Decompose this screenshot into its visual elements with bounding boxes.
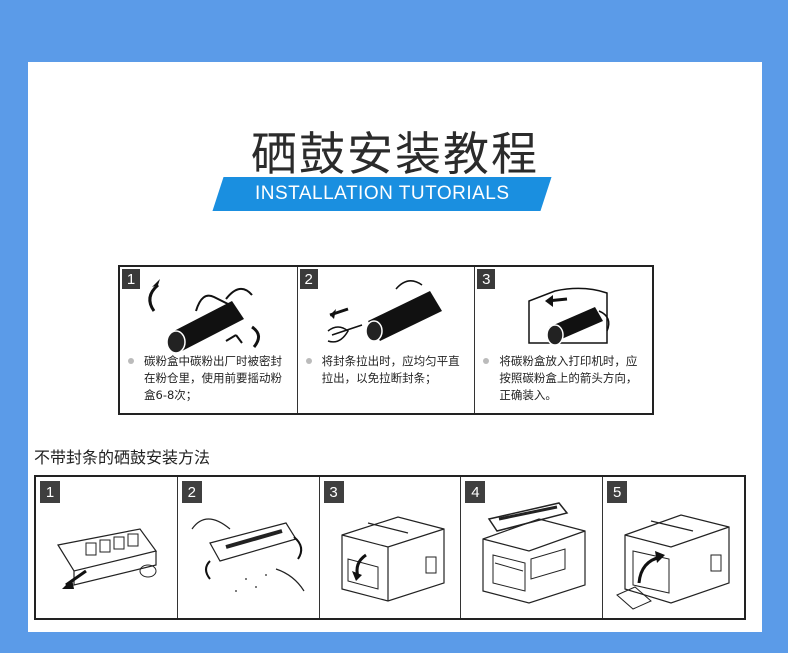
unpack-cartridge-illustration (57, 528, 158, 589)
no-seal-steps-panel: 1 2 (34, 475, 746, 620)
insert-cartridge-illustration (528, 287, 610, 346)
bullet-dot (128, 358, 134, 364)
seal-step-2: 2 将封条拉出时，应均匀平直拉出，以免拉断封条； (298, 267, 476, 413)
open-printer-cover-illustration (340, 516, 445, 602)
tutorial-card: 硒鼓安装教程 INSTALLATION TUTORIALS 1 碳粉盒中碳粉出厂… (28, 62, 762, 632)
seal-step-3: 3 将碳粉盒放入打印机时，应按照碳粉盒上的箭头方向，正确装入。 (475, 267, 652, 413)
step-text: 将碳粉盒放入打印机时，应按照碳粉盒上的箭头方向，正确装入。 (499, 354, 638, 402)
seal-step-2-caption: 将封条拉出时，应均匀平直拉出，以免拉断封条； (305, 353, 469, 387)
no-seal-step-3: 3 (320, 477, 462, 618)
no-seal-step-5: 5 (603, 477, 744, 618)
insert-new-cartridge-illustration (616, 514, 730, 610)
step-number: 5 (607, 481, 628, 503)
seal-step-1: 1 碳粉盒中碳粉出厂时被密封在粉仓里，使用前要摇动粉盒6-8次； (120, 267, 298, 413)
bullet-dot (483, 358, 490, 364)
step-number: 1 (122, 269, 140, 289)
step-number: 2 (299, 269, 318, 289)
subtitle-banner: INSTALLATION TUTORIALS (212, 177, 552, 211)
remove-old-cartridge-illustration (482, 502, 586, 604)
no-seal-step-1: 1 (36, 477, 178, 618)
no-seal-step-2: 2 (178, 477, 320, 618)
no-seal-step-4: 4 (461, 477, 604, 618)
seal-steps-panel: 1 碳粉盒中碳粉出厂时被密封在粉仓里，使用前要摇动粉盒6-8次； 2 (118, 265, 654, 415)
step-number: 4 (465, 481, 486, 503)
step-text: 碳粉盒中碳粉出厂时被密封在粉仓里，使用前要摇动粉盒6-8次； (144, 354, 282, 402)
no-seal-subtitle: 不带封条的硒鼓安装方法 (34, 448, 211, 467)
shake-cartridge-illustration (148, 279, 260, 354)
pull-seal-illustration (327, 280, 442, 343)
page-title: 硒鼓安装教程 (251, 127, 539, 181)
step-number: 3 (323, 481, 344, 503)
step-number: 2 (181, 481, 202, 503)
step-number: 1 (40, 481, 60, 503)
seal-step-3-caption: 将碳粉盒放入打印机时，应按照碳粉盒上的箭头方向，正确装入。 (483, 353, 646, 404)
step-text: 将封条拉出时，应均匀平直拉出，以免拉断封条； (321, 354, 460, 385)
banner-text: INSTALLATION TUTORIALS (254, 183, 510, 204)
seal-step-1-caption: 碳粉盒中碳粉出厂时被密封在粉仓里，使用前要摇动粉盒6-8次； (128, 353, 291, 404)
bullet-dot (305, 358, 312, 364)
shake-toner-illustration (191, 518, 305, 592)
step-number: 3 (477, 269, 496, 289)
